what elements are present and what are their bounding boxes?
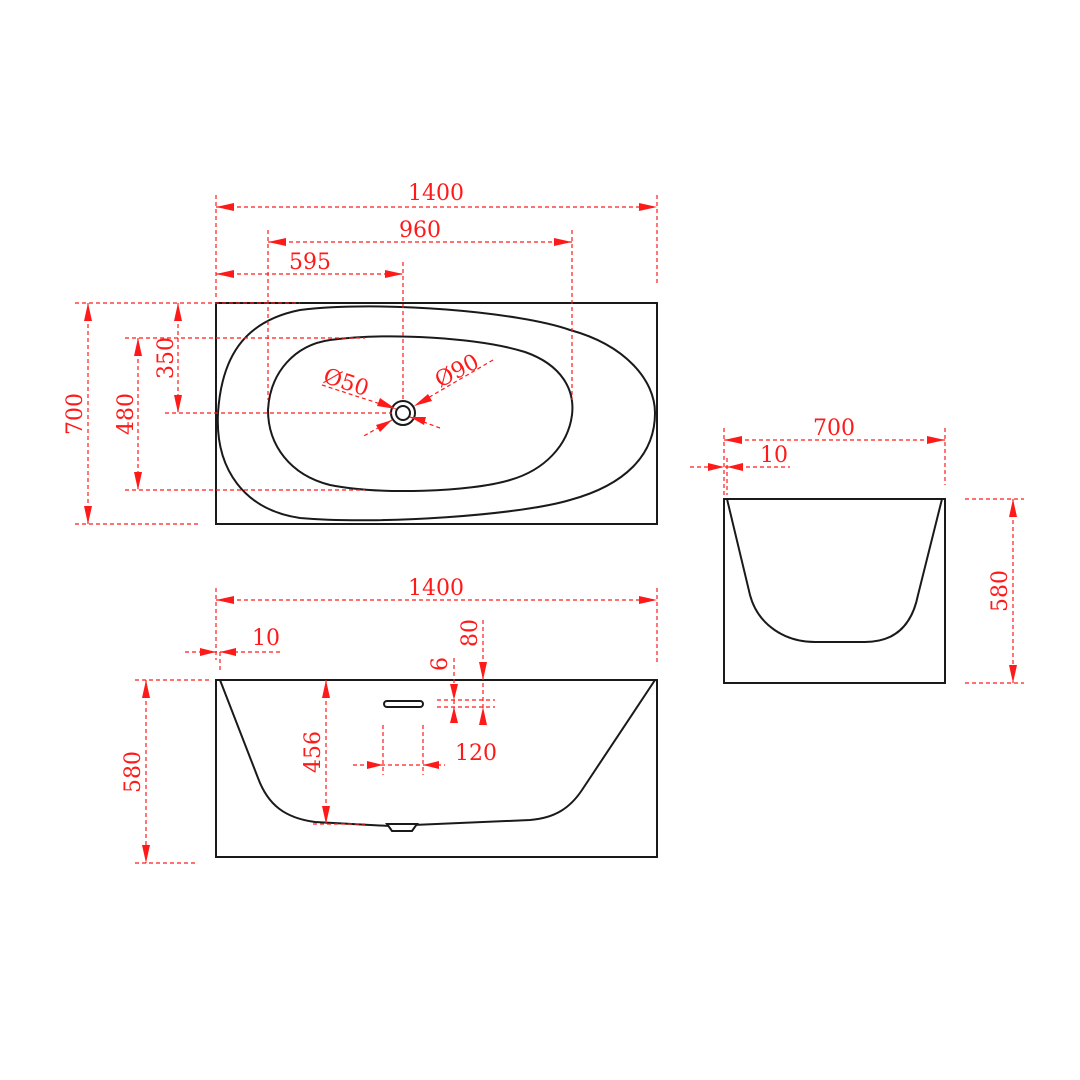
basin-width-label: 480 (114, 393, 139, 435)
arrow (174, 303, 182, 321)
leader-line-phi50 (409, 416, 441, 429)
front-overall-height-label: 580 (121, 751, 146, 793)
front-view-overflow (383, 700, 424, 708)
arrow (450, 707, 458, 723)
arrow (385, 270, 403, 278)
arrow (377, 398, 396, 409)
arrow (134, 472, 142, 490)
arrow (450, 684, 458, 700)
drain-from-left-label: 595 (289, 250, 331, 275)
top-view: 1400 960 595 700 480 350 Ø50 (63, 181, 658, 525)
side-overall-width-label: 700 (813, 416, 855, 441)
arrow (174, 395, 182, 413)
arrow (479, 662, 487, 680)
arrow (322, 806, 330, 824)
arrow (134, 338, 142, 356)
overflow-length-label: 120 (455, 741, 497, 766)
drain-from-top-label: 350 (154, 337, 179, 379)
arrow (268, 238, 286, 246)
front-view-outer-frame (215, 679, 658, 858)
arrow (367, 761, 383, 769)
arrow (479, 707, 487, 725)
arrow (639, 596, 657, 604)
arrow (200, 648, 216, 656)
side-view-outer-frame (723, 498, 946, 684)
arrow (142, 680, 150, 698)
leader-line-phi90 (361, 419, 393, 438)
arrow (142, 845, 150, 863)
side-wall-thickness-label: 10 (760, 443, 788, 468)
front-overall-length-label: 1400 (408, 576, 464, 601)
arrow (84, 303, 92, 321)
drain-to-far-end-label: 960 (399, 218, 441, 243)
overflow-slot-label: 6 (428, 657, 453, 671)
top-overall-width-label: 700 (63, 393, 88, 435)
arrow (1009, 665, 1017, 683)
arrow (708, 463, 724, 471)
arrow (724, 436, 742, 444)
arrow (84, 506, 92, 524)
front-view: 1400 10 580 456 80 6 120 (121, 576, 658, 864)
side-view-basin-profile (726, 498, 943, 643)
overflow-drop-label: 80 (458, 619, 483, 647)
arrow (376, 420, 392, 432)
arrow (727, 463, 743, 471)
front-wall-thickness-label: 10 (252, 626, 280, 651)
arrow (216, 596, 234, 604)
arrow (414, 394, 432, 406)
arrow (423, 761, 439, 769)
arrow (216, 203, 234, 211)
front-view-basin-profile (219, 679, 656, 828)
arrow (927, 436, 945, 444)
side-view: 700 10 580 (690, 416, 1024, 684)
leader-line-phi90 (413, 359, 494, 407)
drain-flange-label: Ø90 (431, 350, 483, 394)
arrow (220, 648, 236, 656)
top-view-basin (266, 335, 574, 493)
arrow (554, 238, 572, 246)
top-overall-length-label: 1400 (408, 181, 464, 206)
arrow (1009, 499, 1017, 517)
basin-depth-label: 456 (301, 731, 326, 773)
drain-hole-label: Ø50 (320, 364, 372, 402)
arrow (410, 417, 426, 425)
arrow (216, 270, 234, 278)
arrow (322, 680, 330, 698)
side-overall-height-label: 580 (988, 570, 1013, 612)
top-view-drain-hole (395, 405, 411, 421)
arrow (639, 203, 657, 211)
front-view-drain (385, 823, 419, 832)
